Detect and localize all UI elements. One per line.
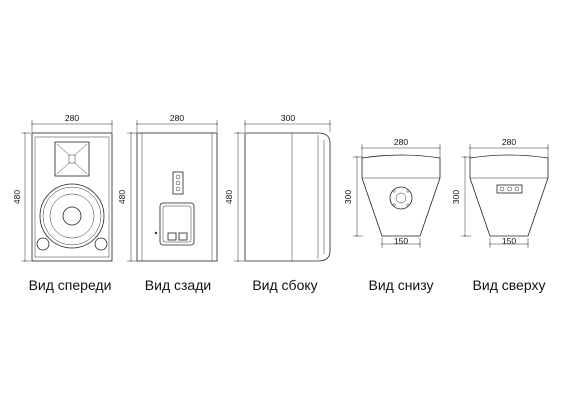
top-height-label: 300 — [451, 190, 461, 204]
rear-width-dimension: 280 — [135, 113, 219, 132]
front-height-label: 480 — [12, 190, 22, 204]
front-port-left — [36, 237, 50, 251]
top-bottom-label: 150 — [502, 236, 516, 246]
top-height-dimension: 300 — [451, 155, 471, 238]
side-height-dimension: 480 — [224, 131, 244, 263]
side-view: 300 480 Вид сбоку — [224, 113, 332, 293]
front-port-right — [94, 237, 108, 251]
rear-cabinet — [136, 132, 218, 262]
top-view-label: Вид сверху — [473, 277, 546, 293]
side-view-label: Вид сбоку — [252, 277, 317, 293]
rear-input-panel — [154, 202, 195, 246]
rear-height-label: 480 — [117, 190, 127, 204]
top-bottom-dimension: 150 — [488, 236, 530, 248]
bottom-height-dimension: 300 — [343, 155, 363, 238]
top-cabinet — [469, 154, 549, 237]
front-woofer — [39, 183, 105, 249]
side-width-label: 300 — [281, 113, 295, 123]
top-width-dimension: 280 — [468, 137, 550, 158]
rear-view: 280 480 Вид сзади — [117, 113, 219, 293]
bottom-bottom-dimension: 150 — [380, 236, 422, 248]
front-grille-frame — [34, 136, 110, 258]
bottom-view-label: Вид снизу — [368, 277, 433, 293]
bottom-mount-plate — [389, 186, 413, 210]
top-rigging-points — [496, 184, 523, 194]
bottom-width-dimension: 280 — [360, 137, 442, 158]
top-width-label: 280 — [502, 137, 516, 147]
front-width-dimension: 280 — [30, 113, 114, 132]
rear-width-label: 280 — [170, 113, 184, 123]
front-width-label: 280 — [65, 113, 79, 123]
front-view: 280 480 Вид спереди — [12, 113, 114, 293]
side-width-dimension: 300 — [243, 113, 332, 132]
bottom-bottom-label: 150 — [394, 236, 408, 246]
front-cabinet — [31, 132, 113, 262]
front-height-dimension: 480 — [12, 131, 31, 263]
bottom-view: 280 300 150 Вид снизу — [343, 137, 442, 293]
front-horn — [54, 141, 90, 177]
bottom-height-label: 300 — [343, 190, 353, 204]
front-view-label: Вид спереди — [29, 277, 112, 293]
rear-connector-strip — [172, 171, 184, 195]
side-cabinet — [244, 132, 331, 262]
top-view: 280 300 150 Вид сверху — [451, 137, 550, 293]
side-height-label: 480 — [224, 190, 234, 204]
rear-height-dimension: 480 — [117, 131, 137, 263]
bottom-width-label: 280 — [394, 137, 408, 147]
bottom-cabinet — [361, 154, 441, 237]
rear-view-label: Вид сзади — [145, 277, 211, 293]
